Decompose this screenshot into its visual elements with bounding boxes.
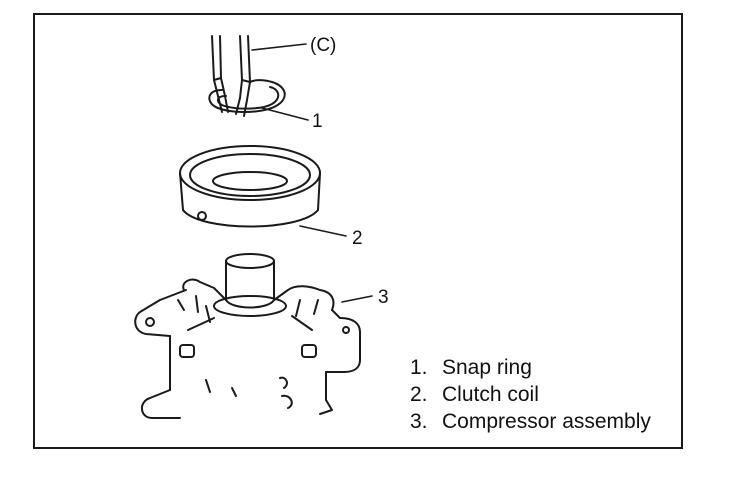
- snap-ring-pliers-icon: [211, 35, 251, 117]
- parts-legend: 1. Snap ring 2. Clutch coil 3. Compressor a…: [410, 354, 651, 435]
- legend-item: 1. Snap ring: [410, 354, 651, 381]
- clutch-coil-icon: [179, 145, 321, 228]
- leader-lines: [251, 43, 373, 303]
- legend-label: Clutch coil: [442, 383, 539, 406]
- figure-frame: [33, 13, 683, 449]
- legend-item: 3. Compressor assembly: [410, 408, 651, 435]
- callout-3: 3: [378, 287, 389, 308]
- callout-2: 2: [352, 228, 363, 249]
- legend-label: Snap ring: [442, 356, 532, 379]
- callout-1: 1: [312, 111, 323, 132]
- compressor-assembly-icon: [134, 253, 361, 419]
- legend-label: Compressor assembly: [442, 410, 651, 433]
- snap-ring-icon: [208, 79, 286, 113]
- callout-tool-c: (C): [310, 35, 336, 56]
- legend-number: 2.: [410, 383, 428, 406]
- legend-number: 1.: [410, 356, 428, 379]
- legend-item: 2. Clutch coil: [410, 381, 651, 408]
- legend-number: 3.: [410, 410, 428, 433]
